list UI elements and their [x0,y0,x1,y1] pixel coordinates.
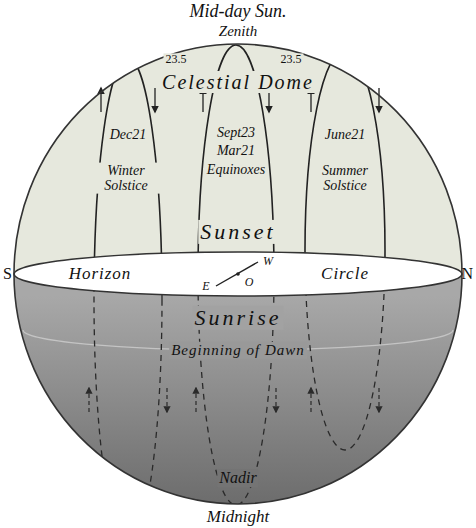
dome-label: Celestial Dome [160,71,316,93]
celestial-dome [0,0,476,274]
compass-letter: E [200,280,211,293]
compass-letter: N [459,265,475,283]
direction-arrow [378,88,379,112]
equinox-label: Equinoxes [205,162,267,177]
angle-label: 23.5 [279,53,304,66]
date-label: Sept23 [215,125,257,140]
horizon-circle [14,252,462,296]
zenith-label: Zenith [217,23,259,40]
direction-arrow [166,388,167,412]
sphere-outline [14,44,462,504]
date-label: Dec21 [108,127,149,142]
dawn-label: Beginning of Dawn [169,342,307,359]
date-label: June21 [323,127,367,142]
date-label: Mar21 [215,143,257,158]
winter-night-path [94,274,162,528]
summer-night-path [305,274,385,450]
zenith-caption: Mid-day Sun. [188,2,289,22]
nadir-label: Nadir [217,469,258,487]
summer-sun-path [305,50,385,274]
angle-label: 23.5 [164,53,189,66]
compass-letter: S [1,265,14,283]
direction-arrow [154,88,155,112]
horizon-label: Circle [319,265,371,284]
direction-arrow [195,388,196,412]
direction-arrow [378,388,379,412]
solstice-label: Summer Solstice [311,163,379,194]
solstice-label: Winter Solstice [92,163,160,194]
direction-arrow [88,388,89,412]
observer-point [236,272,240,276]
midnight-label: Midnight [205,508,271,527]
sunset-label: Sunset [198,220,277,244]
sunrise-label: Sunrise [193,306,284,330]
observer-label: O [243,276,256,289]
horizon-label: Horizon [67,265,134,284]
direction-arrow [275,388,276,412]
direction-arrow [310,388,311,412]
compass-letter: W [261,255,275,268]
